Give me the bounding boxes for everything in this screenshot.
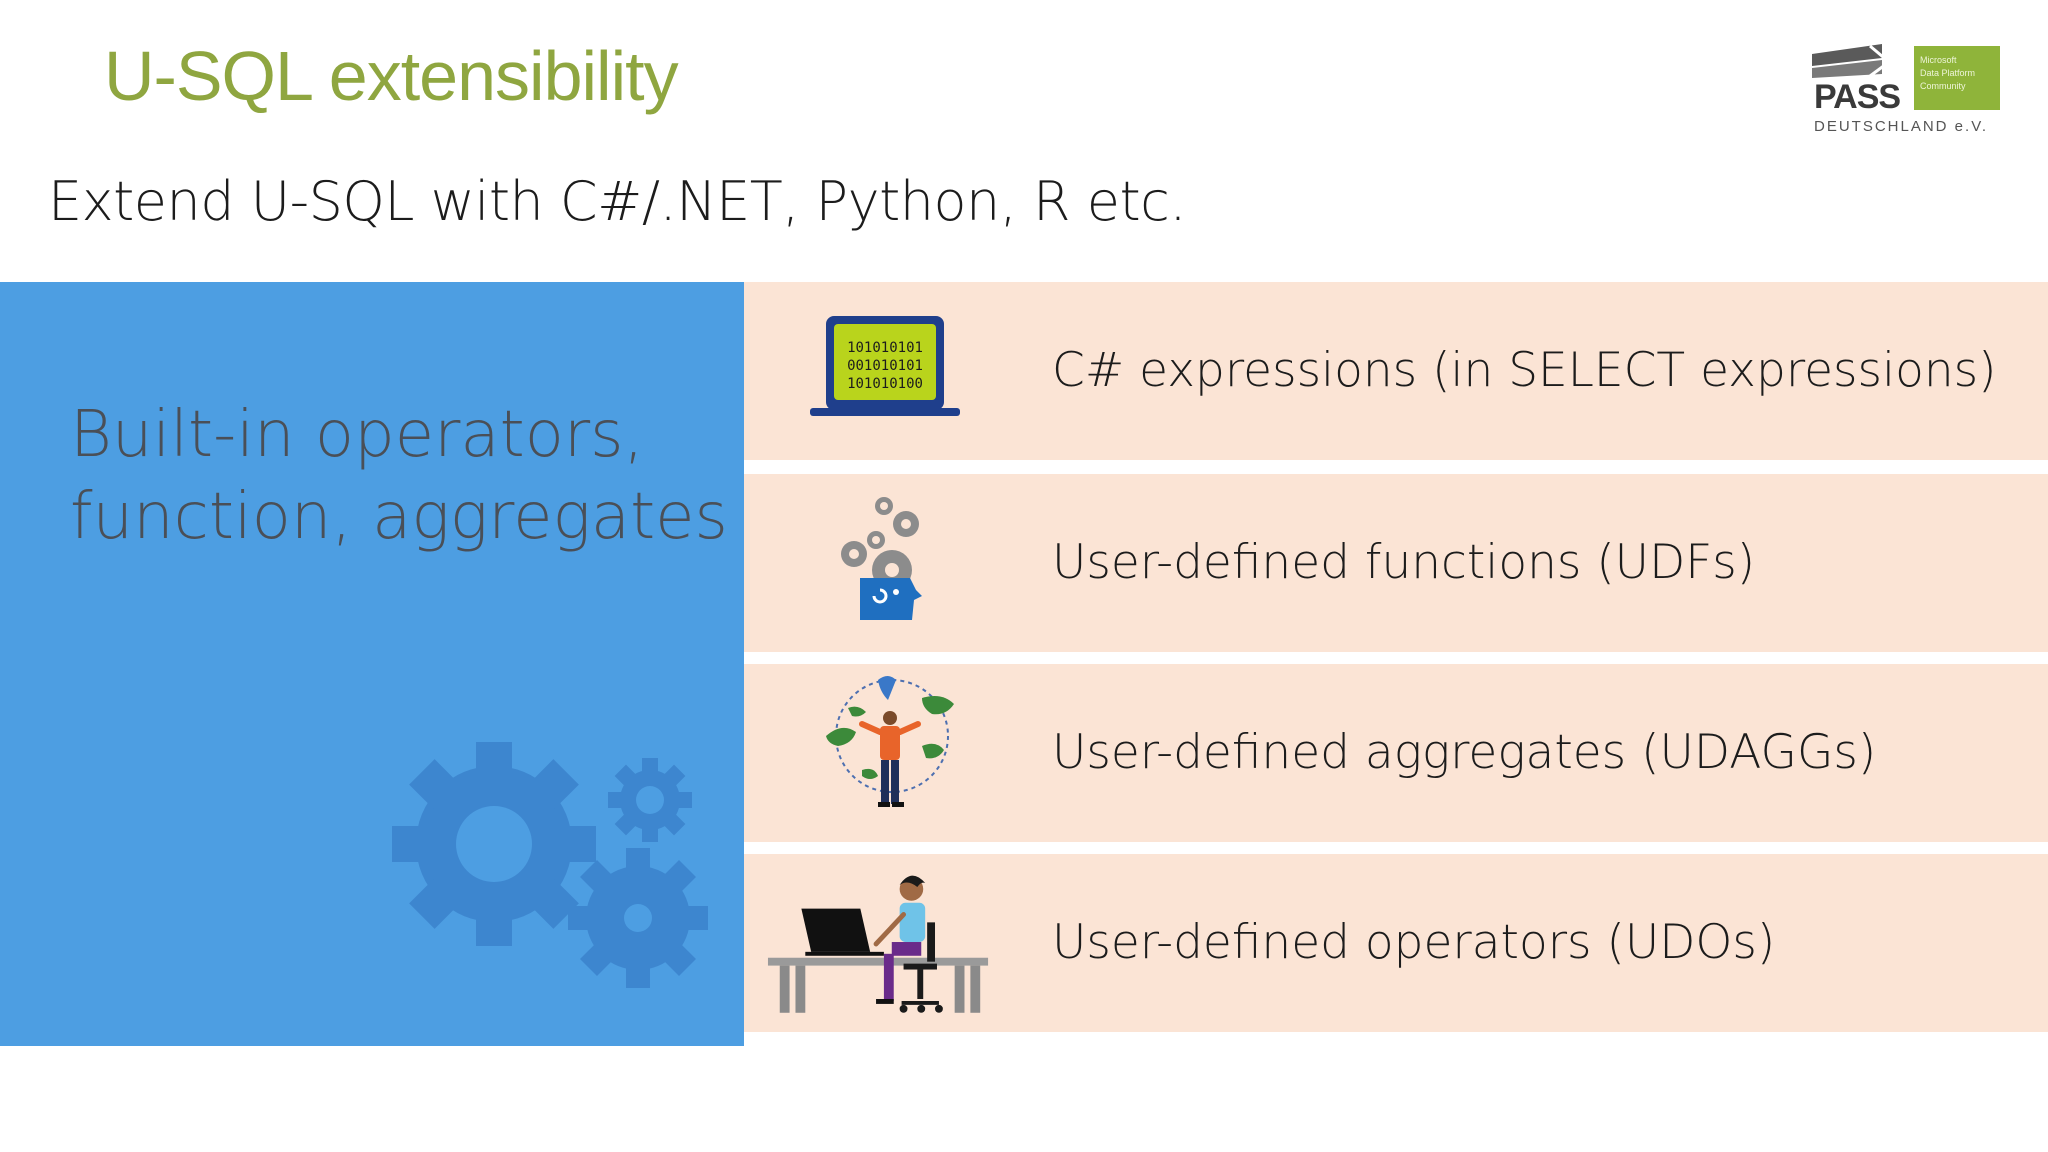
builtin-panel-line: function, aggregates bbox=[70, 480, 728, 554]
slide-subtitle: Extend U-SQL with C#/.NET, Python, R etc… bbox=[48, 170, 1187, 233]
person-globe-icon bbox=[826, 676, 954, 807]
builtin-panel-text: Built-in operators, function, aggregates bbox=[70, 394, 728, 558]
list-item-label: C# expressions (in SELECT expressions) bbox=[1052, 343, 1997, 398]
logo-tagline: DEUTSCHLAND e.V. bbox=[1814, 118, 1988, 135]
slide-title: U-SQL extensibility bbox=[104, 37, 679, 115]
binary-laptop-icon: 101010101 001010101 101010100 bbox=[810, 316, 960, 416]
list-item-label: User-defined aggregates (UDAGGs) bbox=[1052, 725, 1877, 780]
person-at-desk-icon bbox=[767, 875, 989, 1013]
laptop-screen-line: 101010101 bbox=[847, 340, 923, 356]
logo-flag-icon bbox=[1812, 44, 1909, 80]
laptop-screen-line: 101010100 bbox=[847, 376, 923, 392]
list-item-udaggs: User-defined aggregates (UDAGGs) bbox=[744, 664, 2048, 842]
list-item-csharp: 101010101 001010101 101010100 C# express… bbox=[744, 282, 2048, 460]
builtin-panel-line: Built-in operators, bbox=[70, 398, 644, 472]
logo-box-line: Microsoft bbox=[1920, 55, 1957, 65]
laptop-screen-line: 001010101 bbox=[847, 358, 923, 374]
list-item-udos: User-defined operators (UDOs) bbox=[744, 854, 2048, 1032]
logo-box-line: Data Platform bbox=[1920, 68, 1976, 78]
list-item-label: User-defined operators (UDOs) bbox=[1052, 915, 1776, 970]
builtin-panel: Built-in operators, function, aggregates bbox=[0, 282, 744, 1046]
list-item-udfs: User-defined functions (UDFs) bbox=[744, 474, 2048, 652]
list-item-label: User-defined functions (UDFs) bbox=[1052, 535, 1756, 590]
logo-word: PASS bbox=[1814, 78, 1901, 116]
pass-logo: PASS Microsoft Data Platform Community D… bbox=[1812, 44, 2002, 140]
logo-community-box: Microsoft Data Platform Community bbox=[1914, 46, 2000, 110]
logo-box-line: Community bbox=[1920, 81, 1966, 91]
gears-icon bbox=[392, 742, 708, 988]
head-gears-icon bbox=[841, 497, 922, 620]
